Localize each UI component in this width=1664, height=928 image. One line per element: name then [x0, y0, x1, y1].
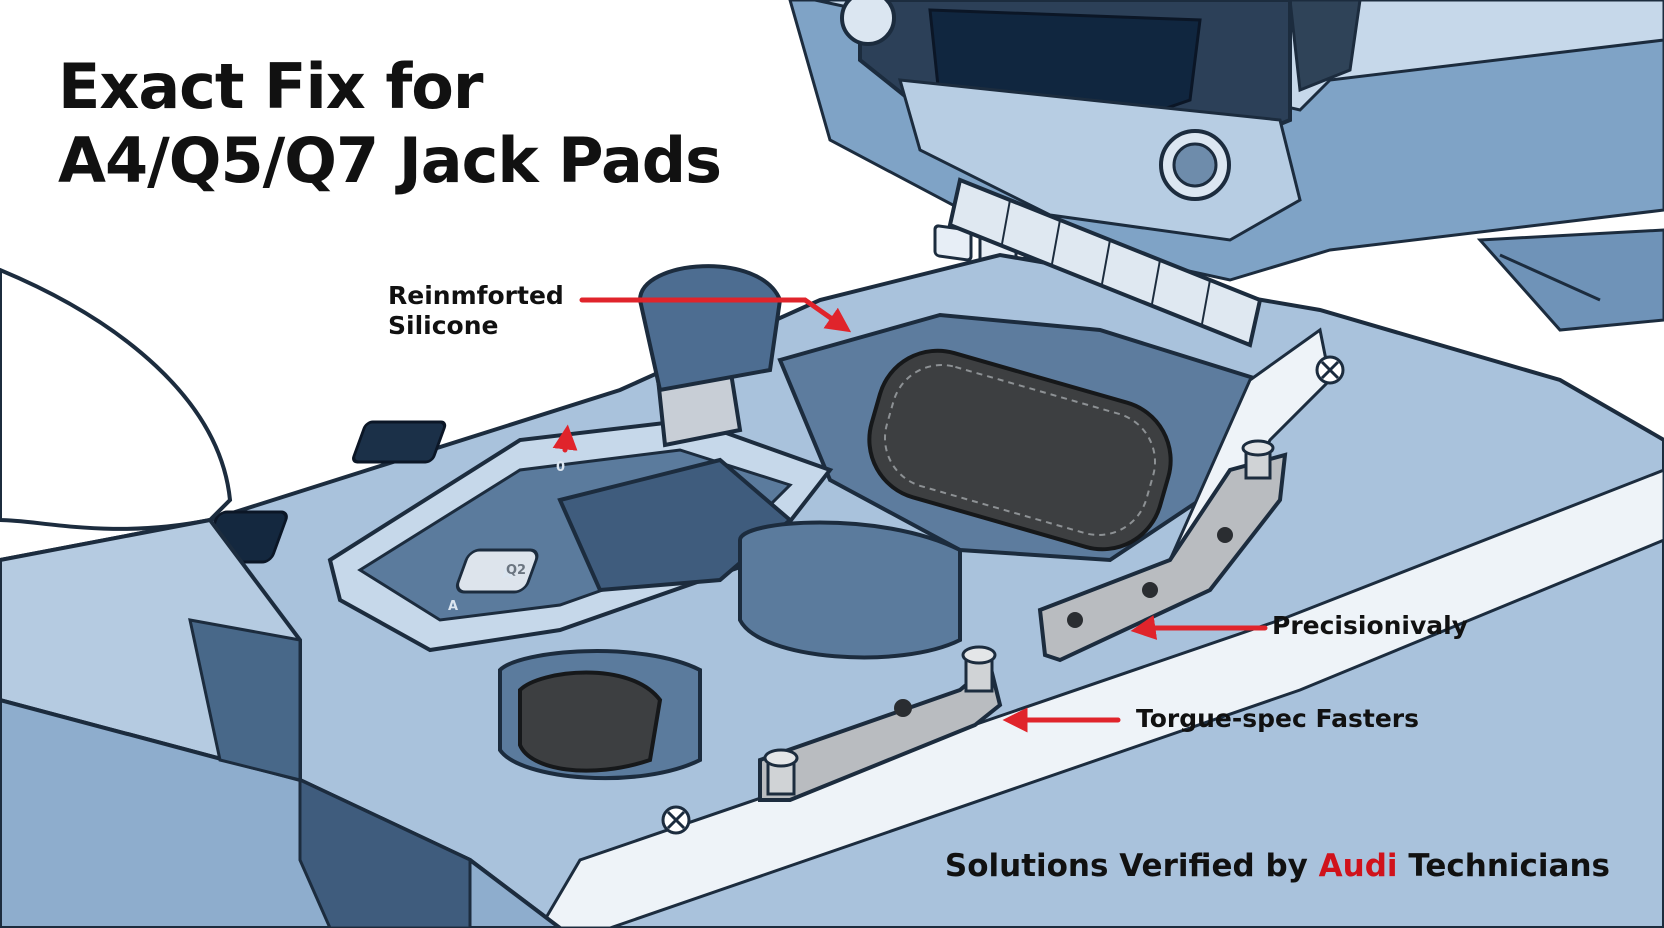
center-console: A A Q2 0: [0, 177, 1664, 928]
footer-tagline: Solutions Verified by Audi Technicians: [945, 848, 1610, 884]
callout-silicone: Reinmforted Silicone: [388, 281, 564, 341]
footer-text-before: Solutions Verified by: [944, 848, 1319, 884]
callout-silicone-line-2: Silicone: [388, 311, 499, 340]
arrow-icon: [1130, 615, 1268, 640]
console-button-a-lower: A: [448, 599, 458, 614]
callout-torque: Torgue-spec Fasters: [1136, 704, 1419, 733]
cupholder-pad: [518, 670, 663, 773]
bracket-upper: [1037, 439, 1288, 663]
console-button-q: Q2: [506, 563, 526, 578]
gear-knob: [637, 264, 783, 393]
title-line-1: Exact Fix for: [58, 50, 483, 123]
screw-icon: [763, 748, 799, 796]
screw-icon: [661, 805, 691, 835]
armrest: [0, 267, 564, 928]
arrow-icon: [552, 424, 578, 453]
console-button-p: 0: [556, 460, 565, 475]
page-title: Exact Fix for A4/Q5/Q7 Jack Pads: [58, 50, 722, 198]
callout-silicone-line-1: Reinmforted: [388, 281, 564, 310]
callout-precision: Precisionivaly: [1272, 611, 1469, 640]
title-line-2: A4/Q5/Q7 Jack Pads: [58, 124, 722, 197]
arrow-icon: [579, 297, 852, 333]
screw-icon: [1241, 439, 1275, 480]
bracket-lower: [758, 645, 1003, 802]
screw-icon: [1315, 355, 1345, 385]
knob-icon[interactable]: [840, 0, 896, 46]
console-button-a: A: [502, 567, 512, 582]
footer-text-after: Technicians: [1397, 848, 1610, 884]
footer-brand: Audi: [1318, 848, 1398, 884]
silicone-mat: [867, 348, 1173, 552]
screw-icon: [961, 645, 997, 693]
